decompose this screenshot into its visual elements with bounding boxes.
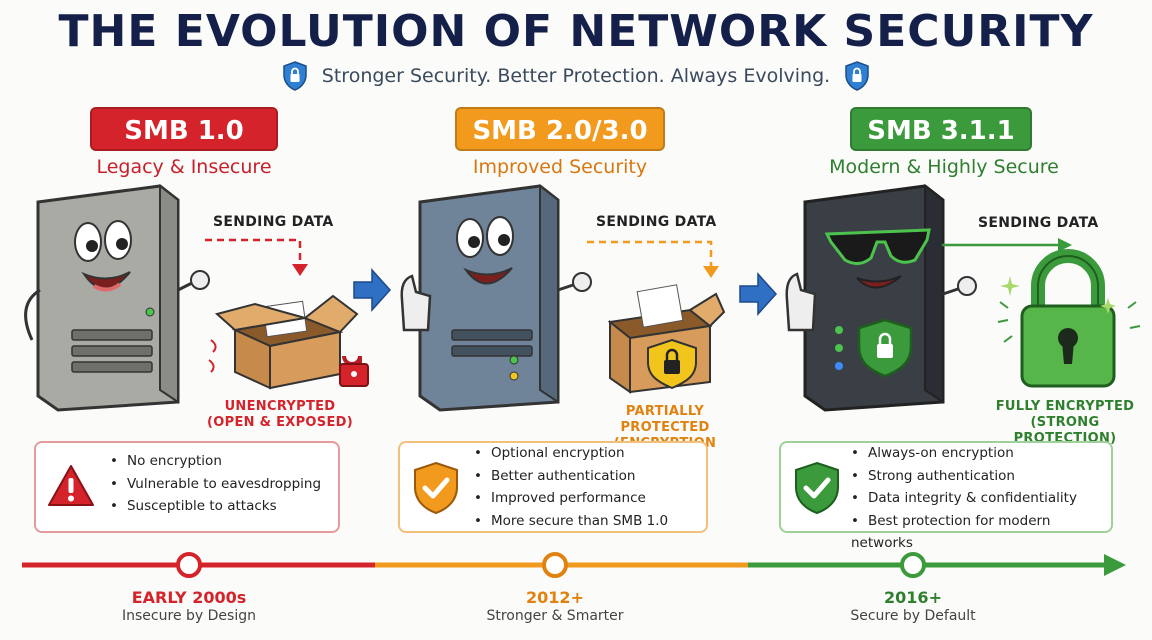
tagline-smb3: Modern & Highly Secure xyxy=(829,156,1059,178)
open-box-icon xyxy=(208,294,359,390)
tagline-smb2: Improved Security xyxy=(472,156,648,178)
sending-data-label-smb2: SENDING DATA xyxy=(596,214,717,230)
list-item: Susceptible to attacks xyxy=(110,495,321,518)
era-sub-smb2: Stronger & Smarter xyxy=(486,608,624,624)
list-item: Data integrity & confidentiality xyxy=(851,487,1111,510)
solid-arrow-icon xyxy=(942,238,1072,252)
era-sub-smb3: Secure by Default xyxy=(850,608,976,624)
server-smb1-illustration xyxy=(24,183,210,412)
list-item: Vulnerable to eavesdropping xyxy=(110,473,321,496)
era-label-smb1: EARLY 2000s xyxy=(131,588,247,607)
list-item: Better authentication xyxy=(474,465,668,488)
status-line1: UNENCRYPTED xyxy=(224,399,336,414)
status-line1: FULLY ENCRYPTED xyxy=(995,399,1135,414)
badge-smb3: SMB 3.1.1 xyxy=(850,107,1032,151)
tagline-smb1: Legacy & Insecure xyxy=(96,156,272,178)
badge-smb2: SMB 2.0/3.0 xyxy=(455,107,665,151)
locked-padlock-icon xyxy=(997,249,1141,388)
warning-triangle-icon xyxy=(48,465,94,506)
timeline-node xyxy=(176,552,202,578)
feature-list: Optional encryption Better authenticatio… xyxy=(474,442,668,532)
subtitle-row: Stronger Security. Better Protection. Al… xyxy=(0,60,1152,92)
era-label-smb3: 2016+ xyxy=(884,588,942,607)
timeline-node xyxy=(542,552,568,578)
status-smb3: FULLY ENCRYPTED (STRONG PROTECTION) xyxy=(985,399,1145,447)
timeline-node xyxy=(900,552,926,578)
feature-card-smb3: Always-on encryption Strong authenticati… xyxy=(779,441,1113,551)
timeline xyxy=(22,552,1126,578)
badge-smb1: SMB 1.0 xyxy=(90,107,278,151)
sending-data-label-smb1: SENDING DATA xyxy=(213,214,334,230)
server-smb2-illustration xyxy=(400,183,592,412)
unlocked-padlock-icon xyxy=(339,355,369,387)
dashed-arrow-icon xyxy=(205,238,308,276)
list-item: Always-on encryption xyxy=(851,442,1111,465)
list-item: No encryption xyxy=(110,450,321,473)
dashed-arrow-icon xyxy=(587,240,719,278)
list-item: Optional encryption xyxy=(474,442,668,465)
list-item: Improved performance xyxy=(474,487,668,510)
shield-lock-icon xyxy=(283,61,307,91)
feature-list: No encryption Vulnerable to eavesdroppin… xyxy=(110,450,321,518)
sending-data-label-smb3: SENDING DATA xyxy=(978,215,1099,231)
era-sub-smb1: Insecure by Design xyxy=(122,608,256,624)
box-with-shield-lock-icon xyxy=(607,284,726,394)
page-subtitle: Stronger Security. Better Protection. Al… xyxy=(321,65,831,87)
list-item: Best protection for modern networks xyxy=(851,510,1111,555)
status-line1: PARTIALLY PROTECTED xyxy=(620,404,710,435)
shield-check-icon xyxy=(414,461,458,515)
arrow-right-icon xyxy=(739,272,778,316)
page-title: THE EVOLUTION OF NETWORK SECURITY xyxy=(58,6,1094,57)
list-item: Strong authentication xyxy=(851,465,1111,488)
list-item: More secure than SMB 1.0 xyxy=(474,510,668,533)
shield-check-icon xyxy=(795,461,839,515)
status-smb1: UNENCRYPTED (OPEN & EXPOSED) xyxy=(205,399,355,431)
status-line2: (OPEN & EXPOSED) xyxy=(207,415,353,430)
feature-list: Always-on encryption Strong authenticati… xyxy=(851,442,1111,555)
arrow-right-icon xyxy=(353,268,392,312)
shield-lock-icon xyxy=(845,61,869,91)
feature-card-smb1: No encryption Vulnerable to eavesdroppin… xyxy=(34,441,340,533)
server-smb3-illustration xyxy=(785,183,977,412)
era-label-smb2: 2012+ xyxy=(526,588,584,607)
feature-card-smb2: Optional encryption Better authenticatio… xyxy=(398,441,708,533)
